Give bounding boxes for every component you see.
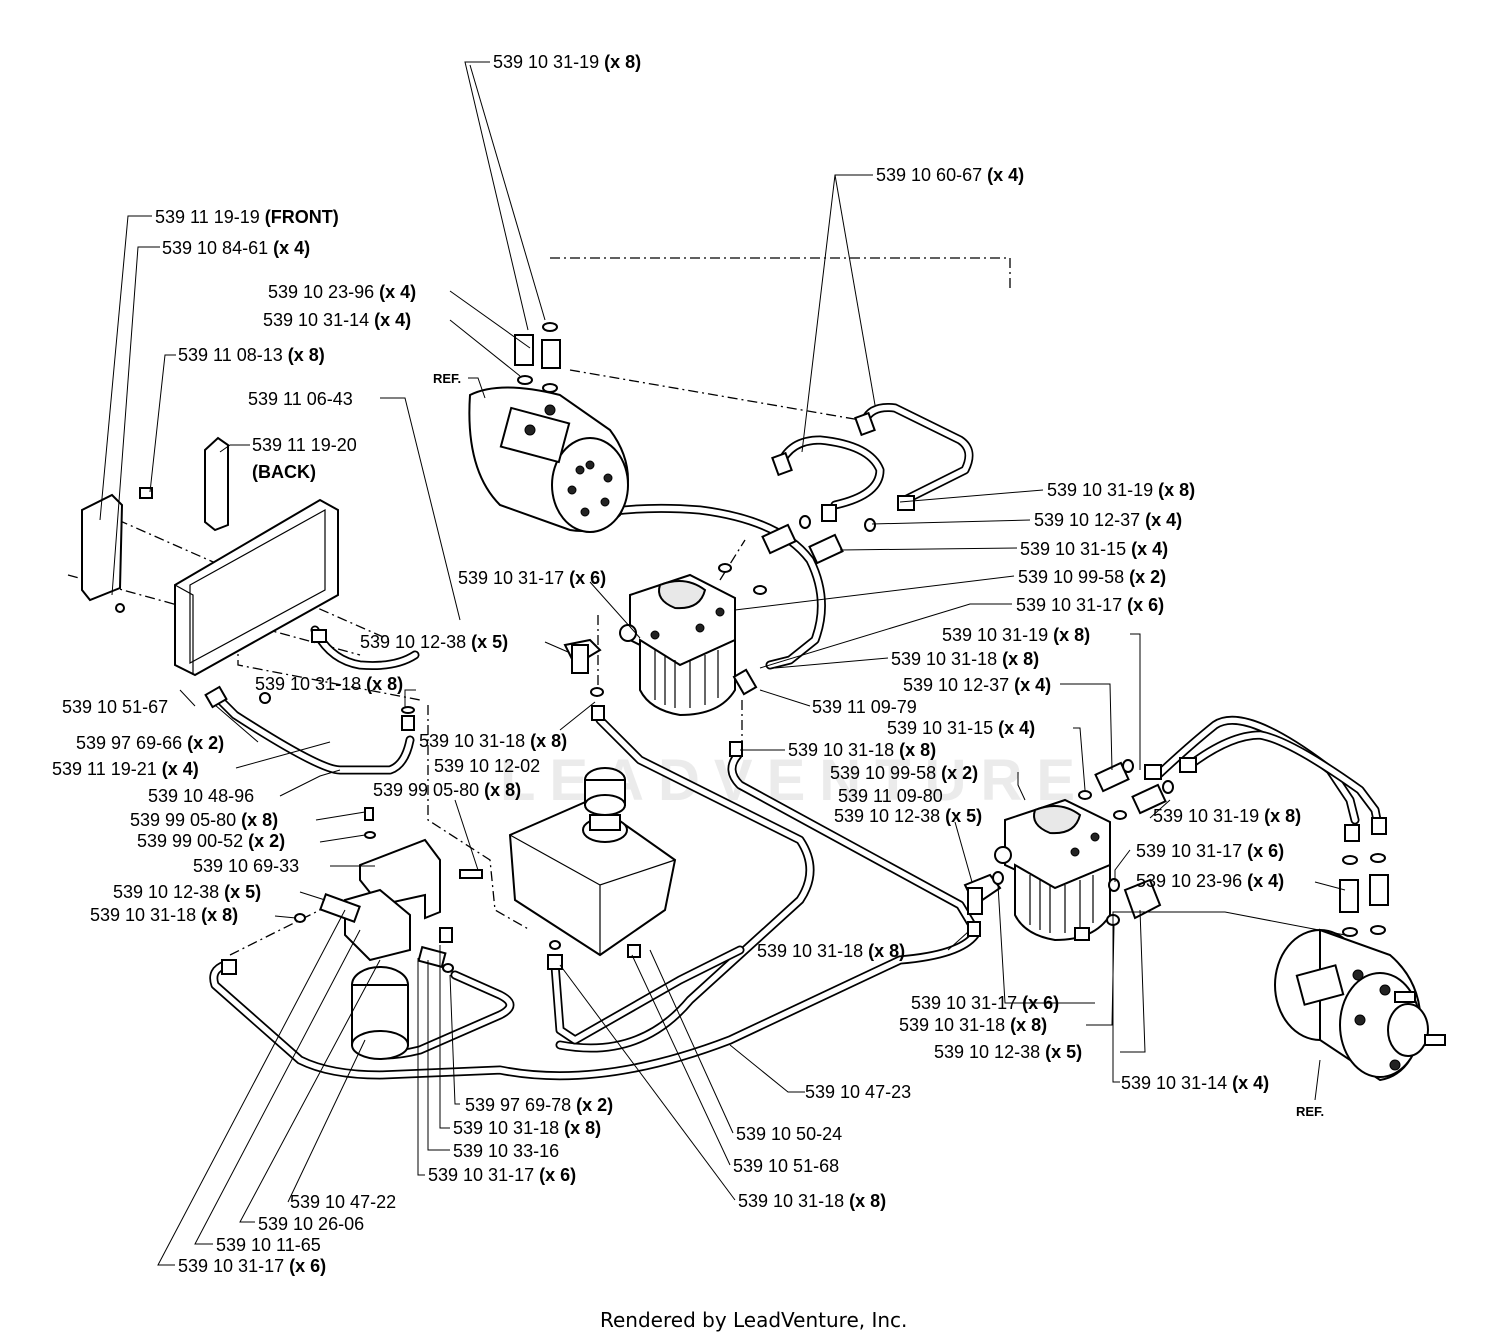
ref-marker-lower: REF.	[1296, 1104, 1324, 1119]
label-l53: 539 10 51-68	[733, 1156, 839, 1176]
label-l58: 539 10 11-65	[216, 1235, 321, 1255]
label-l41: 539 10 12-38 (x 5)	[113, 882, 261, 902]
label-l07: 539 11 08-13 (x 8)	[178, 345, 325, 365]
label-l26: 539 10 31-18 (x 8)	[419, 731, 567, 751]
label-l33: 539 11 09-80	[838, 786, 943, 806]
label-l06: 539 10 31-14 (x 4)	[263, 310, 411, 330]
label-l49: 539 97 69-78 (x 2)	[465, 1095, 613, 1115]
footer-credit: Rendered by LeadVenture, Inc.	[600, 1308, 907, 1332]
lower-right-wheel-motor-illustration	[1274, 928, 1446, 1082]
label-l56: 539 10 47-22	[290, 1192, 396, 1212]
oil-filter-illustration	[344, 888, 411, 1060]
label-l27: 539 10 31-18 (x 8)	[788, 740, 936, 760]
label-l13: 539 10 31-15 (x 4)	[1020, 539, 1168, 559]
label-l55: 539 10 31-18 (x 8)	[738, 1191, 886, 1211]
label-l59: 539 10 31-17 (x 6)	[178, 1256, 326, 1276]
ref-marker-upper: REF.	[433, 371, 461, 386]
hydraulic-tank-illustration	[508, 767, 677, 970]
label-l43: 539 10 31-18 (x 8)	[757, 941, 905, 961]
label-l46: 539 10 12-38 (x 5)	[934, 1042, 1082, 1062]
label-l28: 539 11 19-21 (x 4)	[52, 759, 199, 779]
lower-pump-illustration	[994, 798, 1111, 942]
label-l44: 539 10 31-17 (x 6)	[911, 993, 1059, 1013]
label-l23: 539 11 09-79	[812, 697, 917, 717]
label-l42: 539 10 31-18 (x 8)	[90, 905, 238, 925]
label-l37: 539 99 00-52 (x 2)	[137, 831, 285, 851]
label-l36: 539 10 31-19 (x 8)	[1153, 806, 1301, 826]
label-l39: 539 10 69-33	[193, 856, 299, 876]
label-l10: (BACK)	[252, 462, 316, 482]
label-l57: 539 10 26-06	[258, 1214, 364, 1234]
leader-lines	[99, 61, 1346, 1266]
label-l51: 539 10 50-24	[736, 1124, 842, 1144]
label-l50: 539 10 31-18 (x 8)	[453, 1118, 601, 1138]
label-l47: 539 10 31-14 (x 4)	[1121, 1073, 1269, 1093]
label-l19: 539 10 31-18 (x 8)	[891, 649, 1039, 669]
oil-cooler-illustration	[174, 498, 339, 677]
label-l54: 539 10 31-17 (x 6)	[428, 1165, 576, 1185]
label-l38: 539 10 31-17 (x 6)	[1136, 841, 1284, 861]
label-l35: 539 10 12-38 (x 5)	[834, 806, 982, 826]
label-l15: 539 10 99-58 (x 2)	[1018, 567, 1166, 587]
label-l40: 539 10 23-96 (x 4)	[1136, 871, 1284, 891]
label-l17: 539 10 31-19 (x 8)	[942, 625, 1090, 645]
label-l20: 539 10 12-37 (x 4)	[903, 675, 1051, 695]
label-l22: 539 10 31-18 (x 8)	[255, 674, 403, 694]
label-l25: 539 97 69-66 (x 2)	[76, 733, 224, 753]
label-l01: 539 10 31-19 (x 8)	[493, 52, 641, 72]
upper-pump-illustration	[619, 573, 736, 717]
part-number-labels: 539 10 31-19 (x 8) 539 10 60-67 (x 4) 53…	[52, 52, 1324, 1276]
label-l29: 539 10 12-02	[434, 756, 540, 776]
label-l45: 539 10 31-18 (x 8)	[899, 1015, 1047, 1035]
label-l04: 539 10 84-61 (x 4)	[162, 238, 310, 258]
label-l11: 539 10 31-19 (x 8)	[1047, 480, 1195, 500]
label-l34: 539 99 05-80 (x 8)	[130, 810, 278, 830]
label-l16: 539 10 31-17 (x 6)	[1016, 595, 1164, 615]
upper-left-wheel-motor-illustration	[468, 386, 629, 533]
label-l18: 539 10 12-38 (x 5)	[360, 632, 508, 652]
label-l03: 539 11 19-19 (FRONT)	[155, 207, 339, 227]
label-l21: 539 10 51-67	[62, 697, 168, 717]
label-l12: 539 10 12-37 (x 4)	[1034, 510, 1182, 530]
label-l02: 539 10 60-67 (x 4)	[876, 165, 1024, 185]
parts-illustration	[67, 257, 1446, 1082]
label-l30: 539 10 99-58 (x 2)	[830, 763, 978, 783]
label-l14: 539 10 31-17 (x 6)	[458, 568, 606, 588]
label-l48: 539 10 47-23	[805, 1082, 911, 1102]
label-l08: 539 11 06-43	[248, 389, 353, 409]
label-l31: 539 10 48-96	[148, 786, 254, 806]
label-l05: 539 10 23-96 (x 4)	[268, 282, 416, 302]
label-l09: 539 11 19-20	[252, 435, 357, 455]
label-l32: 539 99 05-80 (x 8)	[373, 780, 521, 800]
label-l24: 539 10 31-15 (x 4)	[887, 718, 1035, 738]
label-l52: 539 10 33-16	[453, 1141, 559, 1161]
